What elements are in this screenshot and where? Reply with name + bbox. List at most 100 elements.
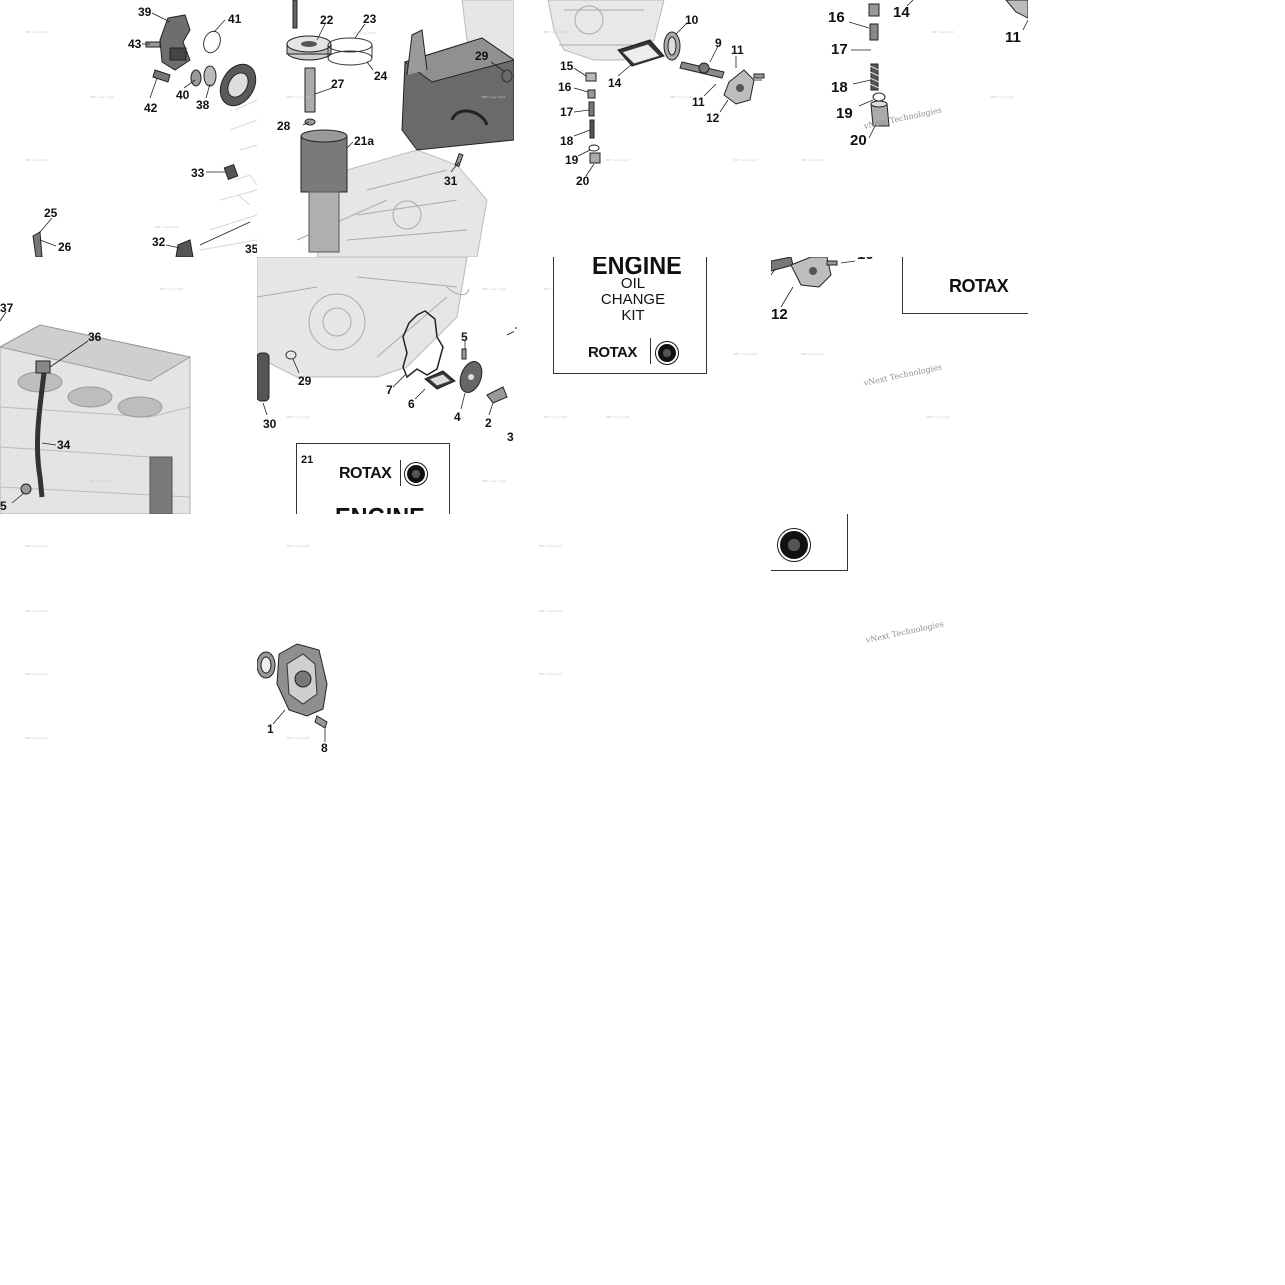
wm: BRP Copyright [25,609,49,613]
callout-label: 29 [475,49,489,63]
callout-label: 5 [461,330,468,344]
callout-label: 23 [363,12,377,26]
callout-label: 38 [196,98,210,112]
tile-i-drawing [257,643,328,742]
wm: BRP Copyright [931,30,955,34]
callout-label: 11 [731,43,744,57]
callout-label: 14 [608,76,622,90]
diagram-tile-c: BRP Copyright BRP Copyright BRP Copyrigh… [514,0,771,257]
callout-label: 28 [277,119,291,133]
divider [650,338,651,364]
wm: BRP Copyright [539,544,563,548]
wm: BRP Copyright [539,609,563,613]
rotax-logo: ROTAX [339,465,392,482]
callout-label: 19 [836,105,853,122]
diagram-tile-i: BRP Copyright BRP Copyright 1 8 [257,514,514,771]
callout-label: 22 [320,13,334,27]
tile-b-drawing [286,0,514,257]
wm: BRP Copyright [90,352,114,356]
wm: BRP Copyright [539,672,563,676]
callout-label: 29 [298,374,312,388]
wm: BRP Copyright [734,352,758,356]
callout-label: 11 [1005,29,1021,46]
callout-label: 2 [485,416,492,430]
wm: BRP Copyright [801,352,825,356]
engine-heading: ENGINE [335,502,425,514]
wm: BRP Copyright [155,225,179,229]
callout-label: 33 [191,166,205,180]
wm: BRP Copyright [544,30,568,34]
callout-label: 18 [560,134,574,148]
diagram-tile-a: BRP Copyright BRP Copyright BRP Copyrigh… [0,0,257,257]
wm: BRP Copyright [606,158,630,162]
rotax-logo: ROTAX [949,276,1009,296]
rotax-box: ROTAX [902,257,1028,314]
tile-h-drawing [771,257,856,308]
callout-label: 20 [576,174,590,188]
wm: BRP Copyright [801,158,825,162]
kit-number: 21 [301,454,314,466]
wm: BRP Copyright [670,95,694,99]
callout-label: 14 [893,4,910,21]
tile-e-drawing [0,311,192,514]
wm: BRP Copyright [25,30,49,34]
callout-label: 8 [321,741,328,755]
tile-a-drawing [32,12,257,257]
callout-label: 12 [706,111,720,125]
diagram-tile-j: vNext Technologies [771,514,1028,771]
diagram-tile-d: vNext Technologies BRP Copyright BRP Cop… [771,0,1028,257]
wm: BRP Copyright [544,415,568,419]
wm: BRP Copyright [482,287,506,291]
diagram-tile-f: BRP Copyright BRP Copyright BRP Copyrigh… [257,257,514,514]
brp-logo [778,529,810,561]
tile-c-drawing [547,0,765,177]
rotax-logo: ROTAX [588,344,637,361]
diagram-tile-e: BRP Copyright BRP Copyright BRP Copyrigh… [0,257,257,514]
callout-label: 7 [386,383,393,397]
wm: BRP Copyright [482,479,506,483]
diagram-tile-k: BRP Copyright BRP Copyright BRP Copyrigh… [0,514,257,771]
diagram-tile-l: BRP Copyright BRP Copyright BRP Copyrigh… [514,514,771,771]
callout-label: 16 [828,9,845,26]
wm: BRP Copyright [353,31,377,35]
wm: BRP Copyright [25,736,49,740]
callout-label: 43 [128,37,142,51]
vnext-watermark: vNext Technologies [865,619,945,645]
tile-d-drawing [848,0,1028,139]
diagram-tile-h: vNext Technologies BRP Copyright BRP Cop… [771,257,1028,514]
callout-label: 31 [444,174,458,188]
kit-text: OIL CHANGE KIT [554,276,712,324]
callout-label: 11 [692,95,705,109]
callout-label: 18 [831,79,848,96]
diagram-tile-b: BRP Copyright BRP Copyright BRP Copyrigh… [257,0,514,257]
tile-g-drawing [515,327,517,329]
wm: BRP Copyright [25,672,49,676]
brp-logo [405,463,427,485]
oil-change-kit-box: 21 ROTAX ENGINE [296,443,450,514]
wm: BRP Copyright [25,158,49,162]
wm: BRP Copyright [287,95,311,99]
callout-label: 6 [408,397,415,411]
kit-line: OIL [620,275,646,292]
callout-label: 24 [374,69,388,83]
callout-label: 10 [685,13,699,27]
callout-label: 12 [771,306,788,323]
wm: BRP Copyright [287,736,311,740]
wm: BRP Copyright [991,95,1015,99]
callout-label: 40 [176,88,190,102]
kit-line: KIT [621,307,645,324]
callout-label: 30 [263,417,277,431]
brp-logo [656,342,678,364]
callout-label: 5 [0,499,7,513]
callout-label: 21a [354,134,375,148]
callout-label: 15 [560,59,574,73]
tile-f-drawing [257,257,514,416]
callout-label: 17 [831,41,848,58]
callout-label: 16 [558,80,572,94]
callout-label: 1 [267,722,274,736]
callout-label: 20 [850,132,867,149]
callout-label: 42 [144,101,158,115]
wm: BRP Copyright [927,415,951,419]
callout-label: 3 [507,430,514,444]
wm: BRP Copyright [90,95,114,99]
